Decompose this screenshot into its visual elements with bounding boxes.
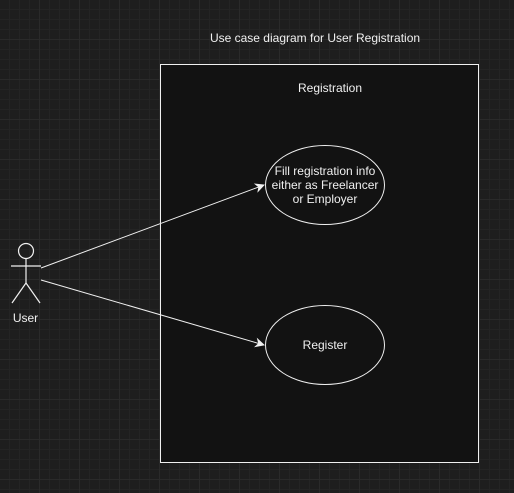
actor-label: User: [12, 311, 39, 325]
usecase-register[interactable]: Register: [265, 305, 385, 385]
actor-right-leg: [25, 282, 41, 304]
usecase-register-label: Register: [302, 338, 348, 352]
system-boundary[interactable]: [160, 64, 479, 463]
diagram-title: Use case diagram for User Registration: [209, 31, 421, 45]
actor-left-leg: [11, 282, 27, 304]
actor-head: [17, 242, 35, 260]
system-boundary-label: Registration: [297, 81, 363, 95]
usecase-fill-registration-info[interactable]: Fill registration info either as Freelan…: [265, 145, 385, 225]
actor-stick-figure-icon[interactable]: [11, 242, 41, 304]
usecase-fill-registration-info-label: Fill registration info either as Freelan…: [271, 164, 379, 206]
